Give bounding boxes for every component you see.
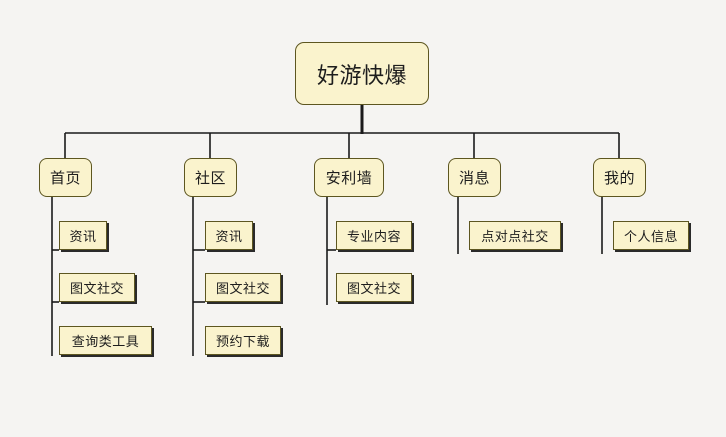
node-label: 资讯 [215, 230, 243, 245]
node-label: 好游快爆 [316, 63, 407, 89]
node-label: 图文社交 [69, 282, 124, 297]
child-node-图文社交[interactable]: 图文社交 [336, 273, 412, 302]
child-node-个人信息[interactable]: 个人信息 [613, 221, 689, 250]
node-label: 个人信息 [623, 230, 678, 245]
node-label: 安利墙 [325, 169, 373, 187]
branch-node-我的[interactable]: 我的 [593, 158, 646, 197]
node-label: 首页 [49, 169, 81, 187]
child-node-图文社交[interactable]: 图文社交 [59, 273, 135, 302]
branch-node-安利墙[interactable]: 安利墙 [314, 158, 384, 197]
child-node-查询类工具[interactable]: 查询类工具 [59, 326, 152, 355]
branch-node-首页[interactable]: 首页 [39, 158, 92, 197]
node-label: 消息 [458, 169, 490, 187]
node-label: 专业内容 [346, 230, 401, 245]
node-label: 查询类工具 [71, 335, 140, 350]
child-node-图文社交[interactable]: 图文社交 [205, 273, 281, 302]
child-node-点对点社交[interactable]: 点对点社交 [469, 221, 561, 250]
node-label: 图文社交 [215, 282, 270, 297]
node-label: 图文社交 [346, 282, 401, 297]
node-label: 资讯 [69, 230, 97, 245]
child-node-预约下载[interactable]: 预约下载 [205, 326, 281, 355]
child-node-专业内容[interactable]: 专业内容 [336, 221, 412, 250]
branch-node-社区[interactable]: 社区 [184, 158, 237, 197]
child-node-资讯[interactable]: 资讯 [205, 221, 253, 250]
node-label: 点对点社交 [481, 230, 549, 245]
branch-node-消息[interactable]: 消息 [448, 158, 501, 197]
node-label: 我的 [603, 169, 635, 187]
node-label: 预约下载 [215, 335, 270, 350]
root-node-好游快爆[interactable]: 好游快爆 [295, 42, 429, 105]
child-node-资讯[interactable]: 资讯 [59, 221, 107, 250]
node-label: 社区 [194, 169, 226, 187]
